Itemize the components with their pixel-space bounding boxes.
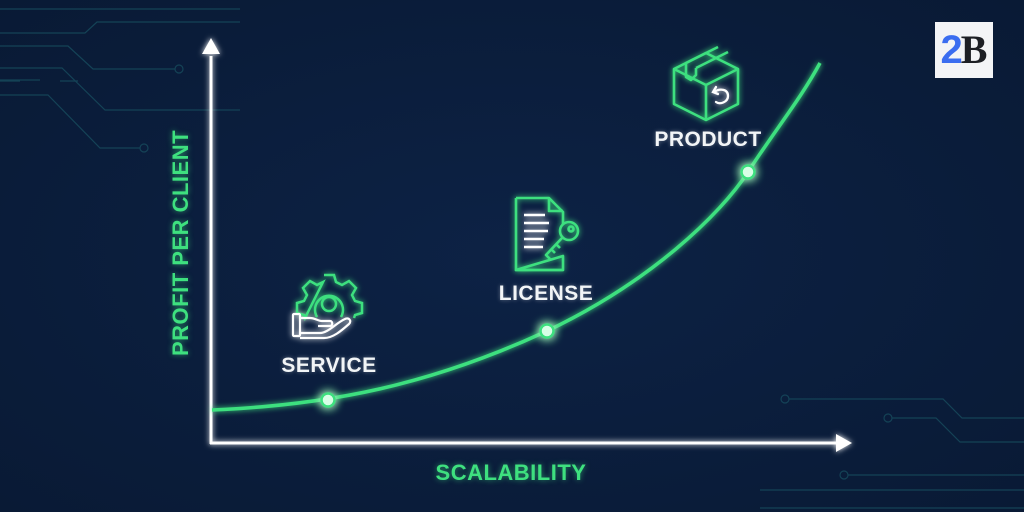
point-service (320, 392, 336, 408)
data-points (320, 164, 756, 408)
y-axis-arrow-icon (202, 38, 220, 54)
document-key-icon (514, 196, 580, 272)
growth-curve (211, 62, 822, 412)
point-license (539, 323, 555, 339)
node-label-service: SERVICE (281, 354, 377, 377)
logo-number: 2 (940, 28, 963, 72)
gear-hand-icon (291, 273, 364, 340)
point-product (740, 164, 756, 180)
circuit-traces-top-left (0, 8, 240, 153)
circuit-traces-bottom-right (760, 394, 1024, 509)
node-label-product: PRODUCT (654, 128, 762, 151)
chart-axes (202, 38, 852, 452)
x-axis-arrow-icon (836, 434, 852, 452)
brand-logo: 2 B (935, 22, 993, 78)
y-axis-label: PROFIT PER CLIENT (168, 129, 193, 357)
box-return-icon (672, 45, 740, 122)
logo-letter: B (960, 27, 988, 72)
x-axis-label: SCALABILITY (435, 460, 587, 485)
node-label-license: LICENSE (498, 282, 594, 305)
